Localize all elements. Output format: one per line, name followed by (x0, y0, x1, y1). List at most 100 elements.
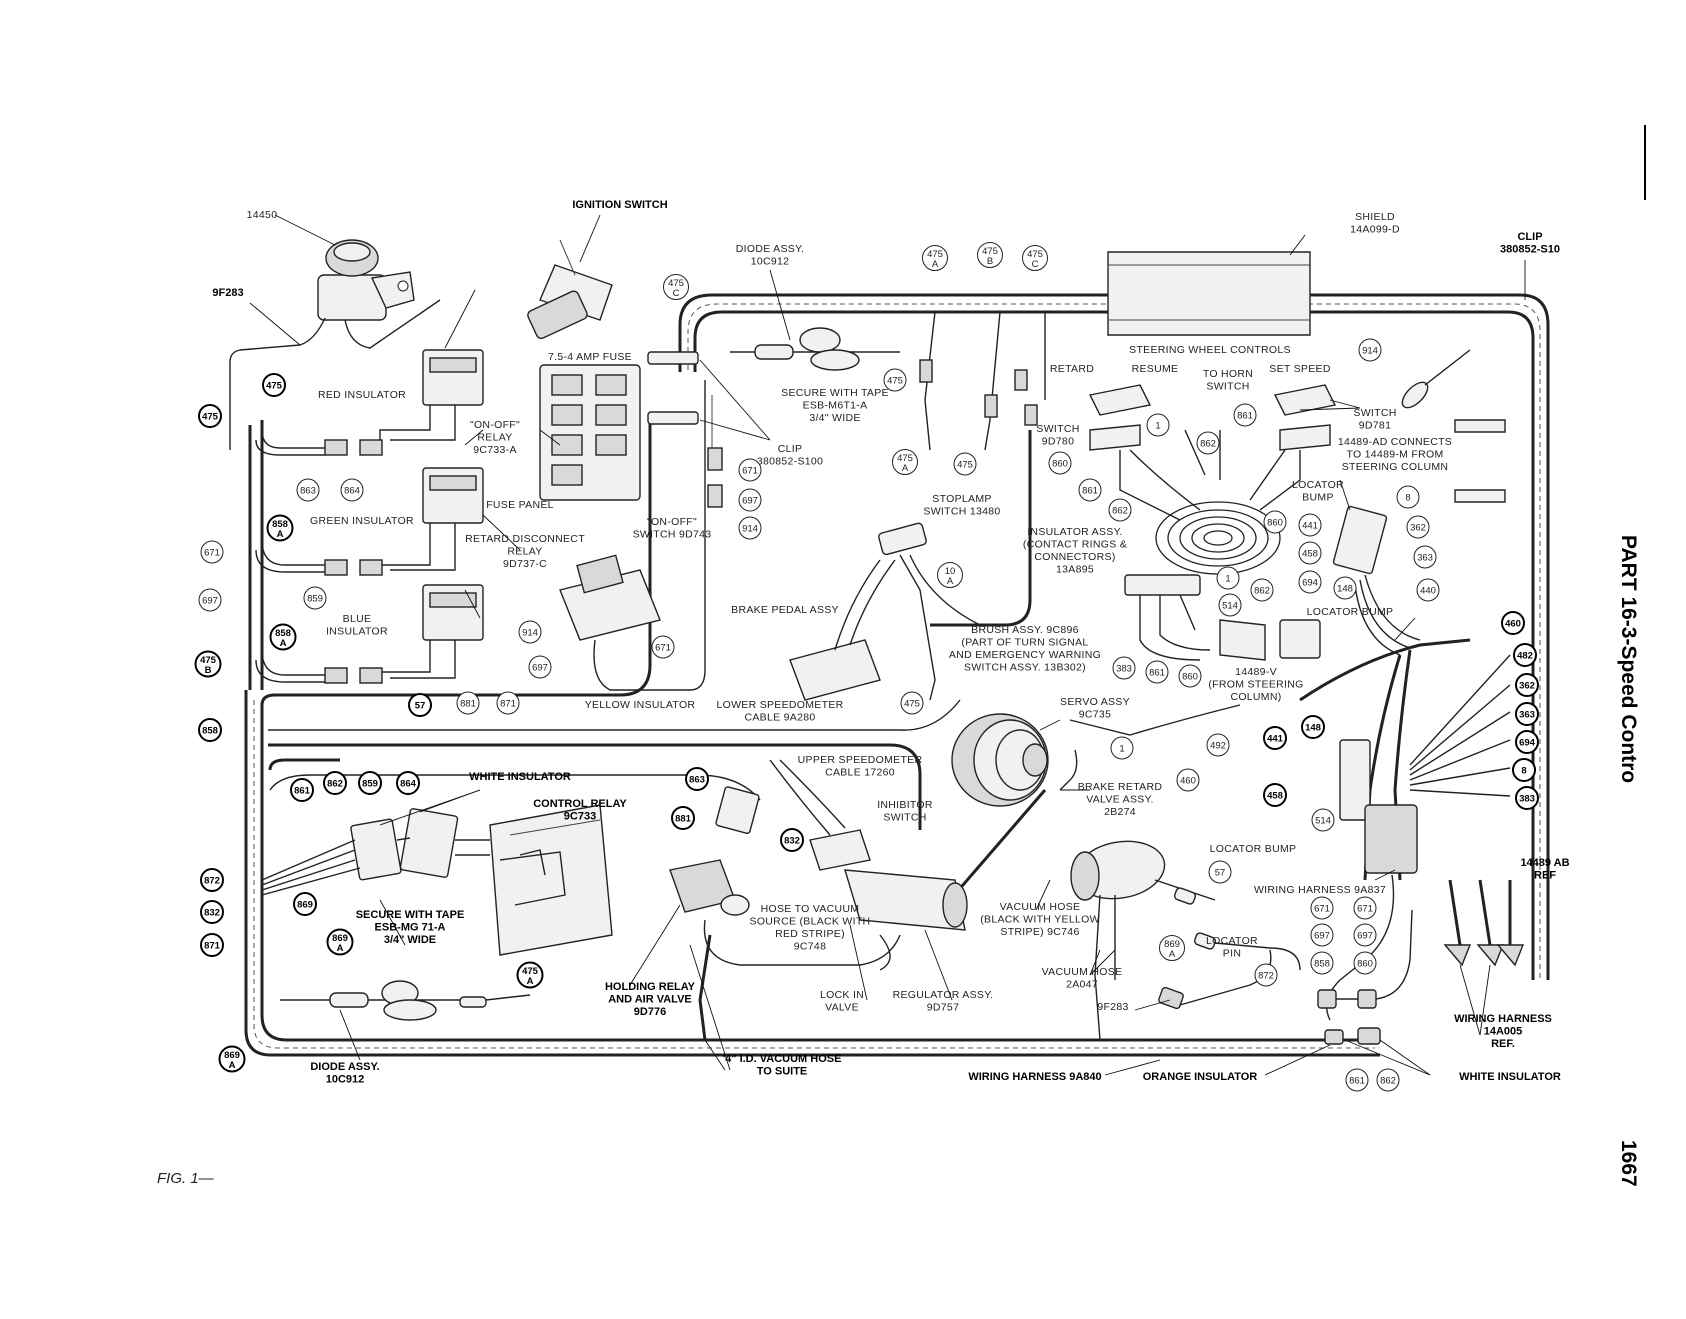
circuit-number-148: 148 (1333, 576, 1357, 600)
svg-text:694: 694 (1302, 578, 1318, 589)
solenoid-14450 (229, 239, 441, 450)
circuit-number-363: 363 (1413, 545, 1437, 569)
label-locator-bump-mid: LOCATOR BUMP (1307, 606, 1394, 618)
svg-text:862: 862 (1112, 506, 1128, 517)
svg-text:697: 697 (202, 596, 218, 607)
circuit-number-475: 475 (262, 373, 286, 397)
label-brake-pedal: BRAKE PEDAL ASSY (731, 604, 839, 616)
svg-text:458: 458 (1267, 791, 1283, 802)
svg-text:861: 861 (1149, 668, 1165, 679)
svg-text:862: 862 (1200, 439, 1216, 450)
circuit-number-383: 383 (1112, 656, 1136, 680)
circuit-number-458: 458 (1298, 541, 1322, 565)
svg-text:C: C (1032, 259, 1039, 270)
label-n14450: 14450 (247, 209, 278, 221)
svg-text:475: 475 (668, 278, 684, 289)
svg-text:57: 57 (415, 701, 426, 712)
circuit-number-914: 914 (738, 516, 762, 540)
brush-assy-connectors (1124, 574, 1321, 661)
svg-text:383: 383 (1519, 794, 1535, 805)
circuit-number-861: 861 (1145, 660, 1169, 684)
label-wiring-9a840: WIRING HARNESS 9A840 (968, 1071, 1101, 1083)
circuit-number-858: 858 (198, 718, 222, 742)
svg-text:475: 475 (897, 453, 913, 464)
circuit-number-860: 860 (1048, 451, 1072, 475)
label-fuse-panel: FUSE PANEL (486, 499, 554, 511)
svg-text:832: 832 (204, 908, 220, 919)
svg-text:861: 861 (1349, 1076, 1365, 1087)
svg-text:914: 914 (742, 524, 758, 535)
svg-text:671: 671 (655, 643, 671, 654)
circuit-number-1: 1 (1216, 566, 1240, 590)
circuit-number-492: 492 (1206, 733, 1230, 757)
circuit-number-460: 460 (1176, 768, 1200, 792)
circuit-number-697: 697 (528, 655, 552, 679)
circuit-number-1: 1 (1146, 413, 1170, 437)
svg-text:863: 863 (300, 486, 316, 497)
svg-text:1: 1 (1225, 574, 1230, 585)
svg-text:860: 860 (1357, 959, 1373, 970)
svg-text:8: 8 (1405, 493, 1410, 504)
svg-text:482: 482 (1517, 651, 1533, 662)
label-ignition-switch: IGNITION SWITCH (572, 199, 667, 211)
figure-caption: FIG. 1— (157, 1170, 215, 1187)
svg-text:671: 671 (1314, 904, 1330, 915)
fuse-panel (539, 364, 641, 501)
bottom-right-insulators (1158, 909, 1413, 1045)
svg-text:362: 362 (1519, 681, 1535, 692)
circuit-number-861: 861 (1233, 403, 1257, 427)
circuit-number-859: 859 (358, 771, 382, 795)
circuit-number-862: 862 (323, 771, 347, 795)
svg-text:858: 858 (1314, 959, 1330, 970)
white-insulator-left (350, 808, 459, 881)
third-relay (380, 584, 484, 679)
circuit-number-697: 697 (1353, 923, 1377, 947)
clip-brackets (647, 351, 699, 425)
label-yellow-insulator: YELLOW INSULATOR (585, 699, 696, 711)
circuit-number-8: 8 (1396, 485, 1420, 509)
svg-text:475: 475 (522, 966, 539, 977)
top-diode-assy (730, 327, 900, 371)
label-on-off-switch: "ON-OFF"SWITCH 9D743 (633, 516, 712, 541)
circuit-number-832: 832 (200, 900, 224, 924)
label-orange-insulator: ORANGE INSULATOR (1143, 1071, 1258, 1083)
svg-text:475: 475 (266, 381, 283, 392)
svg-text:861: 861 (1082, 486, 1098, 497)
svg-text:861: 861 (294, 786, 311, 797)
svg-text:859: 859 (307, 594, 323, 605)
svg-text:861: 861 (1237, 411, 1253, 422)
label-diode-assy-low: DIODE ASSY.10C912 (310, 1061, 379, 1086)
circuit-number-671: 671 (200, 540, 224, 564)
circuit-number-475: 475 (953, 452, 977, 476)
retard-disconnect-relay (380, 467, 484, 571)
circuit-number-869: 869 (293, 892, 317, 916)
svg-text:697: 697 (1357, 931, 1373, 942)
label-n9f283-top: 9F283 (212, 287, 243, 299)
svg-text:869: 869 (332, 933, 348, 944)
lamp-914 (1401, 349, 1471, 409)
svg-text:869: 869 (1164, 939, 1180, 950)
green-insulator-connector (324, 559, 383, 576)
blue-insulator-connector (324, 667, 383, 684)
circuit-number-871: 871 (496, 691, 520, 715)
